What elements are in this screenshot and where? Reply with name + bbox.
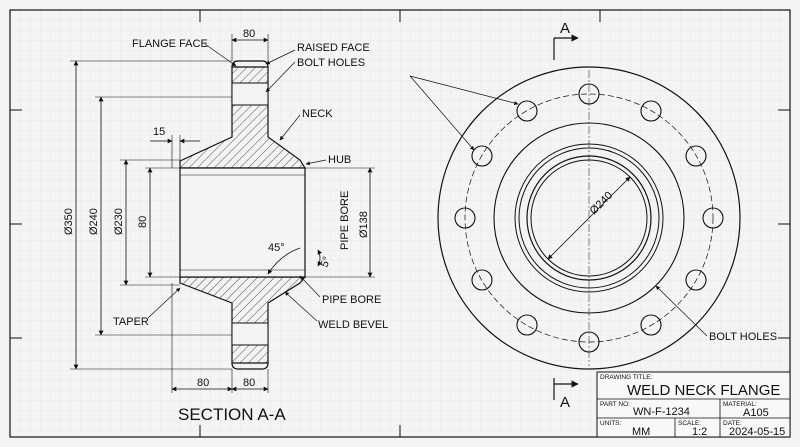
bolt-hole-pattern [454,83,724,353]
section-title: SECTION A-A [178,405,286,424]
drawing-title: WELD NECK FLANGE [627,382,780,399]
part-no-caption: PART NO: [600,401,630,408]
bolt-hole-bottom [231,322,269,346]
bolt-hole [640,100,662,122]
date-caption: DATE: [723,420,742,427]
bolt-hole [454,207,476,229]
bolt-hole-top [231,82,269,106]
label-bolt-holes-front: BOLT HOLES [709,331,777,343]
section-view [70,34,375,393]
dim-bore-138: Ø138 [358,211,370,238]
dim-bottom-left: 80 [197,377,209,389]
dim-bore-80: 80 [137,216,149,228]
bolt-hole [516,314,538,336]
scale-caption: SCALE: [678,420,701,427]
label-flange-face: FLANGE FACE [132,38,208,50]
drawing-title-caption: DRAWING TITLE: [600,374,653,381]
front-view [409,34,741,400]
bolt-hole [516,100,538,122]
grid-background [10,10,790,437]
label-taper: TAPER [113,316,149,328]
dim-bottom-right: 80 [243,377,255,389]
label-neck: NECK [302,108,333,120]
dia-240-dimension-line [547,176,631,260]
part-no-value: WN-F-1234 [633,406,690,418]
material-caption: MATERIAL: [723,401,757,408]
dim-neck-offset: 15 [153,126,165,138]
bolt-hole [685,145,707,167]
section-marker-top: A [560,20,570,37]
dim-od-240: Ø240 [88,208,100,235]
bolt-hole [685,269,707,291]
units-value: MM [632,426,650,438]
scale-value: 1:2 [692,426,707,438]
date-value: 2024-05-15 [729,426,785,438]
dim-od-350: Ø350 [63,208,75,235]
dim-angle-45: 45° [268,242,285,254]
material-value: A105 [743,407,769,419]
pipe-bore-cavity [179,167,306,278]
label-bolt-holes-section: BOLT HOLES [297,57,365,69]
dim-top-width: 80 [243,28,255,40]
label-pipe-bore-vertical: PIPE BORE [339,191,351,250]
dim-od-230: Ø230 [113,208,125,235]
flange-outer-circle [437,66,741,370]
bolt-hole [640,314,662,336]
section-view-labels: FLANGE FACE RAISED FACE BOLT HOLES NECK … [63,28,388,424]
label-raised-face: RAISED FACE [297,42,370,54]
label-weld-bevel: WELD BEVEL [318,319,388,331]
label-hub: HUB [328,154,351,166]
units-caption: UNITS: [600,420,622,427]
section-marker-bottom: A [560,394,570,411]
bolt-hole [471,269,493,291]
dim-angle-5: 5° [319,255,334,269]
bolt-hole [471,145,493,167]
title-block: DRAWING TITLE: WELD NECK FLANGE PART NO:… [596,371,791,438]
label-pipe-bore: PIPE BORE [322,294,381,306]
bolt-hole [702,207,724,229]
